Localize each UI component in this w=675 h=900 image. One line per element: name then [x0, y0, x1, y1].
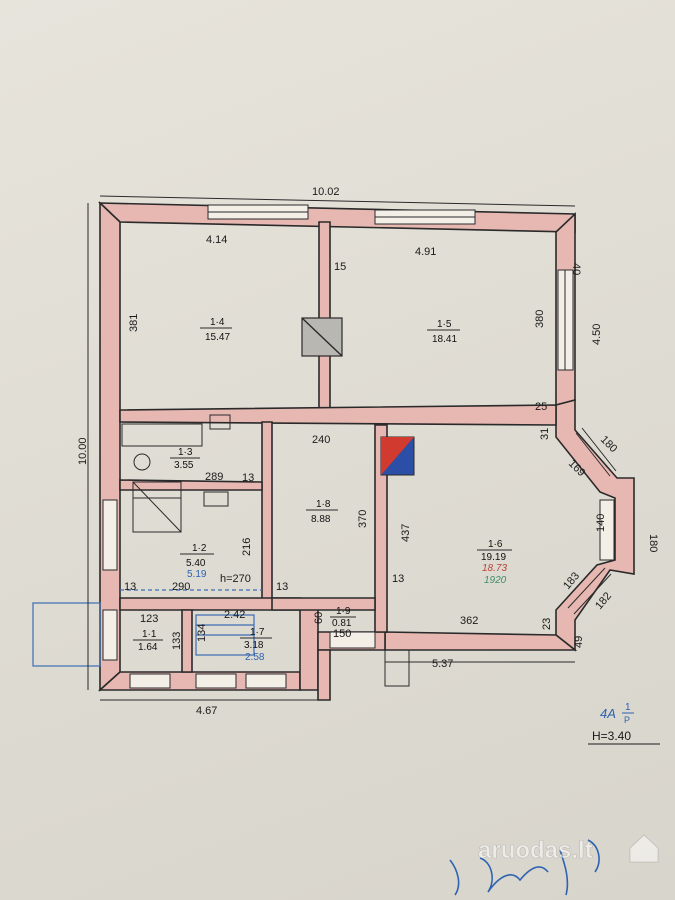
room-label: 1·7 [250, 627, 265, 638]
dim-242: 2.42 [224, 609, 245, 621]
fixtures [32, 317, 415, 687]
room-1-5: 1·5 18.41 [427, 319, 460, 345]
room-1-3: 1·3 3.55 [170, 447, 200, 471]
stamp-code: 4A [600, 706, 616, 721]
room-area: 18.41 [432, 334, 457, 345]
watermark: aruodas.lt [478, 834, 659, 864]
dim-289: 289 [205, 471, 223, 483]
dim-491: 4.91 [415, 246, 436, 258]
room-area: 15.47 [205, 332, 230, 343]
room-area-alt-blue: 5.19 [187, 569, 207, 580]
room-label: 1·9 [336, 606, 351, 617]
dim-140: 140 [595, 514, 607, 532]
dim-13d: 13 [392, 573, 404, 585]
room-1-8: 1·8 8.88 [306, 499, 338, 525]
room-label: 1·6 [488, 539, 503, 550]
room-1-4: 1·4 15.47 [200, 317, 232, 343]
dim-h270: h=270 [220, 573, 251, 585]
dim-180b: 180 [647, 534, 659, 552]
dimension-lines [87, 195, 576, 701]
dim-23: 23 [541, 618, 553, 630]
room-label: 1·5 [437, 319, 452, 330]
room-area: 0.81 [332, 618, 352, 629]
dim-150: 150 [333, 628, 351, 640]
annotation-stamp: 4A 1 P H=3.40 [588, 702, 660, 745]
interior-dimensions: 4.14 4.91 381 380 15 40 25 31 180 169 14… [124, 234, 659, 650]
dim-31: 31 [539, 428, 551, 440]
room-area: 3.55 [174, 460, 194, 471]
room-1-1: 1·1 1.64 [133, 629, 163, 653]
dim-123: 123 [140, 613, 158, 625]
room-label: 1·8 [316, 499, 331, 510]
dim-13c: 13 [276, 581, 288, 593]
dim-15: 15 [334, 261, 346, 273]
dim-13b: 13 [124, 581, 136, 593]
dim-40: 40 [570, 263, 582, 275]
room-area: 5.40 [186, 558, 206, 569]
dim-216: 216 [241, 538, 253, 556]
overall-top-width: 10.02 [312, 186, 340, 198]
signature-scribble [449, 839, 600, 896]
dim-414: 4.14 [206, 234, 227, 246]
stamp-sup: 1 [625, 702, 631, 713]
room-1-7: 1·7 3.18 2.58 [240, 627, 272, 663]
room-area: 3.18 [244, 640, 264, 651]
overall-left-height: 10.00 [77, 437, 89, 465]
overall-right-height: 4.50 [591, 324, 603, 345]
room-label: 1·2 [192, 543, 207, 554]
room-1-2: 1·2 5.40 5.19 [180, 543, 214, 580]
room-area-alt-green: 1920 [484, 575, 507, 586]
dim-182: 182 [593, 590, 614, 612]
dim-362: 362 [460, 615, 478, 627]
stamp-sub: P [624, 715, 630, 725]
dim-240: 240 [312, 434, 330, 446]
height-label: H=3.40 [592, 729, 631, 743]
dim-13a: 13 [242, 472, 254, 484]
dim-25: 25 [535, 401, 547, 413]
room-label: 1·4 [210, 317, 225, 328]
watermark-text: aruodas.lt [478, 837, 593, 864]
room-area-alt-red: 18.73 [482, 563, 507, 574]
overall-bottom-left: 4.67 [196, 705, 217, 717]
dim-49: 49 [573, 636, 585, 648]
windows [102, 204, 617, 689]
dim-134: 134 [196, 624, 208, 642]
dim-380: 380 [534, 310, 546, 328]
room-1-6: 1·6 19.19 18.73 1920 [477, 539, 512, 586]
dim-60: 60 [313, 612, 325, 624]
overall-bottom-right: 5.37 [432, 658, 453, 670]
room-area: 19.19 [481, 552, 506, 563]
room-area-alt-blue: 2.58 [245, 652, 265, 663]
room-area: 8.88 [311, 514, 331, 525]
house-icon [629, 834, 659, 863]
room-label: 1·1 [142, 629, 157, 640]
dim-133: 133 [171, 632, 183, 650]
dim-370: 370 [357, 510, 369, 528]
dim-290: 290 [172, 581, 190, 593]
room-area: 1.64 [138, 642, 158, 653]
room-label: 1·3 [178, 447, 193, 458]
room-1-9: 1·9 0.81 [330, 606, 356, 629]
dim-381: 381 [128, 314, 140, 332]
dim-437: 437 [400, 524, 412, 542]
